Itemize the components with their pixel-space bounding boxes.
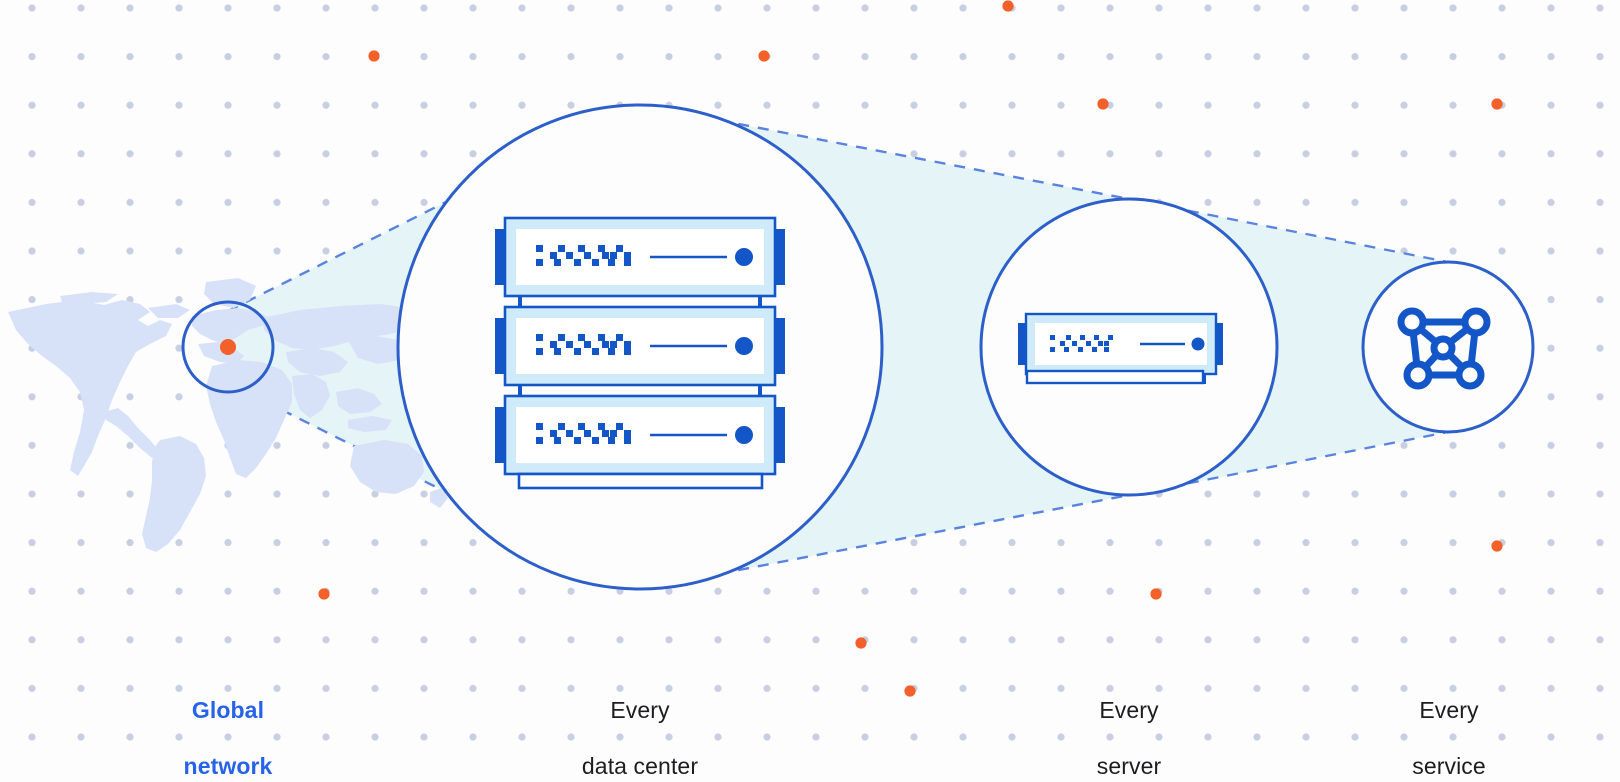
accent-dot [318, 588, 330, 600]
server-dot-matrix-2 [536, 334, 631, 355]
stage-label-every-server: Every server [1029, 668, 1229, 782]
rack-rail-right-2 [758, 385, 762, 399]
single-server-rail-right [1203, 374, 1206, 384]
single-server-base-shelf [1025, 369, 1205, 385]
dashed-edge-bottom-3 [1128, 430, 1449, 497]
label-line-2: service [1412, 753, 1486, 780]
stage-label-every-data-center: Every data center [515, 668, 765, 782]
label-line-2: server [1096, 753, 1162, 780]
single-server-status-light [1191, 337, 1205, 351]
label-line-1: Every [1099, 697, 1159, 724]
world-map-landmasses [8, 278, 448, 552]
rack-rail-right-1 [758, 296, 762, 310]
network-graph-icon [1397, 307, 1491, 390]
server-rack-illustration [495, 216, 785, 490]
map-location-circle [181, 300, 275, 394]
label-line-1: Global [191, 697, 265, 724]
accent-dot [758, 50, 770, 62]
accent-dot [904, 685, 916, 697]
stage-label-every-service: Every service [1349, 668, 1549, 782]
server-dot-matrix-3 [536, 423, 631, 444]
network-node-center [1430, 335, 1456, 361]
network-node-top-right [1461, 307, 1491, 337]
rack-base-shelf [517, 472, 764, 490]
label-line-2: data center [581, 753, 699, 780]
rack-rail-left-1 [518, 296, 522, 310]
dashed-edge-top-3 [1128, 197, 1449, 264]
label-line-1: Every [1419, 697, 1479, 724]
network-node-top-left [1397, 307, 1427, 337]
rack-rail-left-2 [518, 385, 522, 399]
label-line-2: network [183, 753, 273, 780]
single-server-dot-matrix [1050, 335, 1113, 352]
label-line-1: Every [610, 697, 670, 724]
accent-dot-group [318, 0, 1503, 697]
server-status-light-3 [735, 426, 753, 444]
server-status-light-2 [735, 337, 753, 355]
network-node-bottom-right [1455, 360, 1485, 390]
single-server-illustration [1018, 312, 1223, 385]
accent-dot [1150, 588, 1162, 600]
accent-dot [1491, 98, 1503, 110]
server-status-light-1 [735, 248, 753, 266]
map-location-pin-dot [220, 339, 236, 355]
accent-dot [855, 637, 867, 649]
server-dot-matrix-1 [536, 245, 631, 266]
accent-dot [1002, 0, 1014, 12]
accent-dot [368, 50, 380, 62]
accent-dot [1097, 98, 1109, 110]
accent-dot [1491, 540, 1503, 552]
stage-label-global-network: Global network [128, 668, 328, 782]
network-node-bottom-left [1403, 360, 1433, 390]
